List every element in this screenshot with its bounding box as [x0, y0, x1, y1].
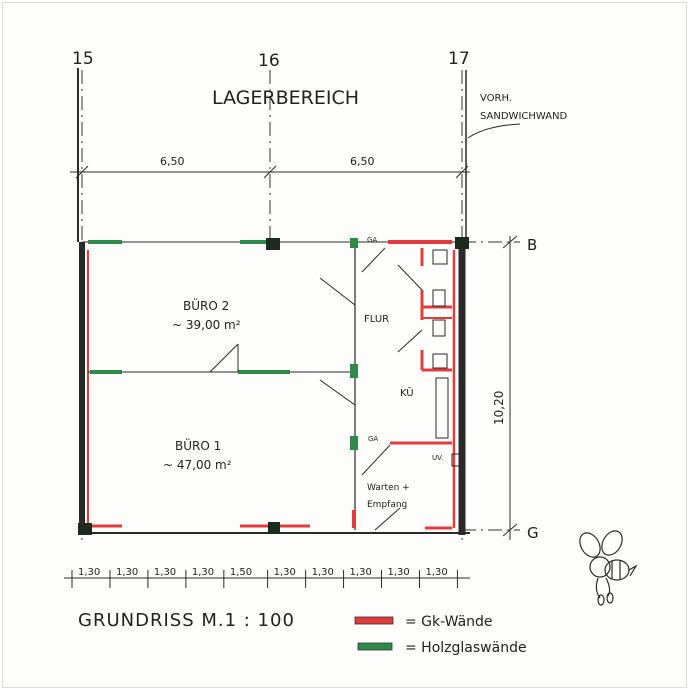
area-label-lagerbereich: LAGERBEREICH [212, 87, 359, 109]
legend-label-gk: = Gk-Wände [405, 614, 493, 630]
uv-label: UV. [432, 454, 443, 462]
bee-doodle-icon [579, 530, 638, 606]
axis-label-15: 15 [72, 49, 94, 69]
bottom-dim-label: 1,30 [350, 567, 372, 578]
bottom-dim-label: 1,30 [192, 567, 214, 578]
bottom-dim-label: 1,30 [312, 567, 334, 578]
bottom-dim-label: 1,50 [230, 567, 252, 578]
room-name-kueche: KÜ [400, 386, 414, 399]
axis-label-16: 16 [258, 51, 280, 71]
walls [78, 237, 470, 535]
room-area-buero1: ~ 47,00 m² [163, 458, 232, 472]
room-name-buero2: BÜRO 2 [183, 297, 229, 313]
axis-label-17: 17 [448, 49, 470, 69]
legend-swatch-holzglas [357, 642, 393, 651]
room-name-buero1: BÜRO 1 [175, 437, 221, 453]
bottom-dimension-line [64, 570, 470, 588]
room-area-buero2: ~ 39,00 m² [172, 318, 241, 332]
note-line2: SANDWICHWAND [480, 111, 568, 122]
side-dim-label: 10,20 [492, 391, 506, 425]
note-leader [467, 123, 521, 139]
drawing-title: GRUNDRISS M.1 : 100 [78, 610, 295, 631]
ga-label-1: GA [367, 236, 377, 244]
bottom-dim-label: 1,30 [388, 567, 410, 578]
note-line1: VORH. [480, 93, 512, 104]
top-dimension-line [70, 165, 470, 179]
top-dim-2: 6,50 [350, 155, 375, 168]
room-name-flur: FLUR [364, 314, 389, 325]
top-dim-1: 6,50 [160, 155, 185, 168]
axis-label-b: B [527, 236, 537, 254]
bottom-dim-label: 1,30 [78, 567, 100, 578]
room-name-warten-1: Warten + [367, 483, 410, 493]
legend-swatch-gk [354, 616, 394, 625]
bottom-dim-label: 1,30 [425, 567, 447, 578]
bottom-dim-label: 1,30 [154, 567, 176, 578]
legend-label-holzglas: = Holzglaswände [405, 640, 527, 656]
axis-label-g: G [527, 524, 539, 542]
bottom-dim-label: 1,30 [116, 567, 138, 578]
ga-label-2: GA [368, 435, 378, 443]
room-name-warten-2: Empfang [367, 500, 407, 510]
bottom-dim-label: 1,30 [274, 567, 296, 578]
side-dimension-line [502, 235, 518, 540]
